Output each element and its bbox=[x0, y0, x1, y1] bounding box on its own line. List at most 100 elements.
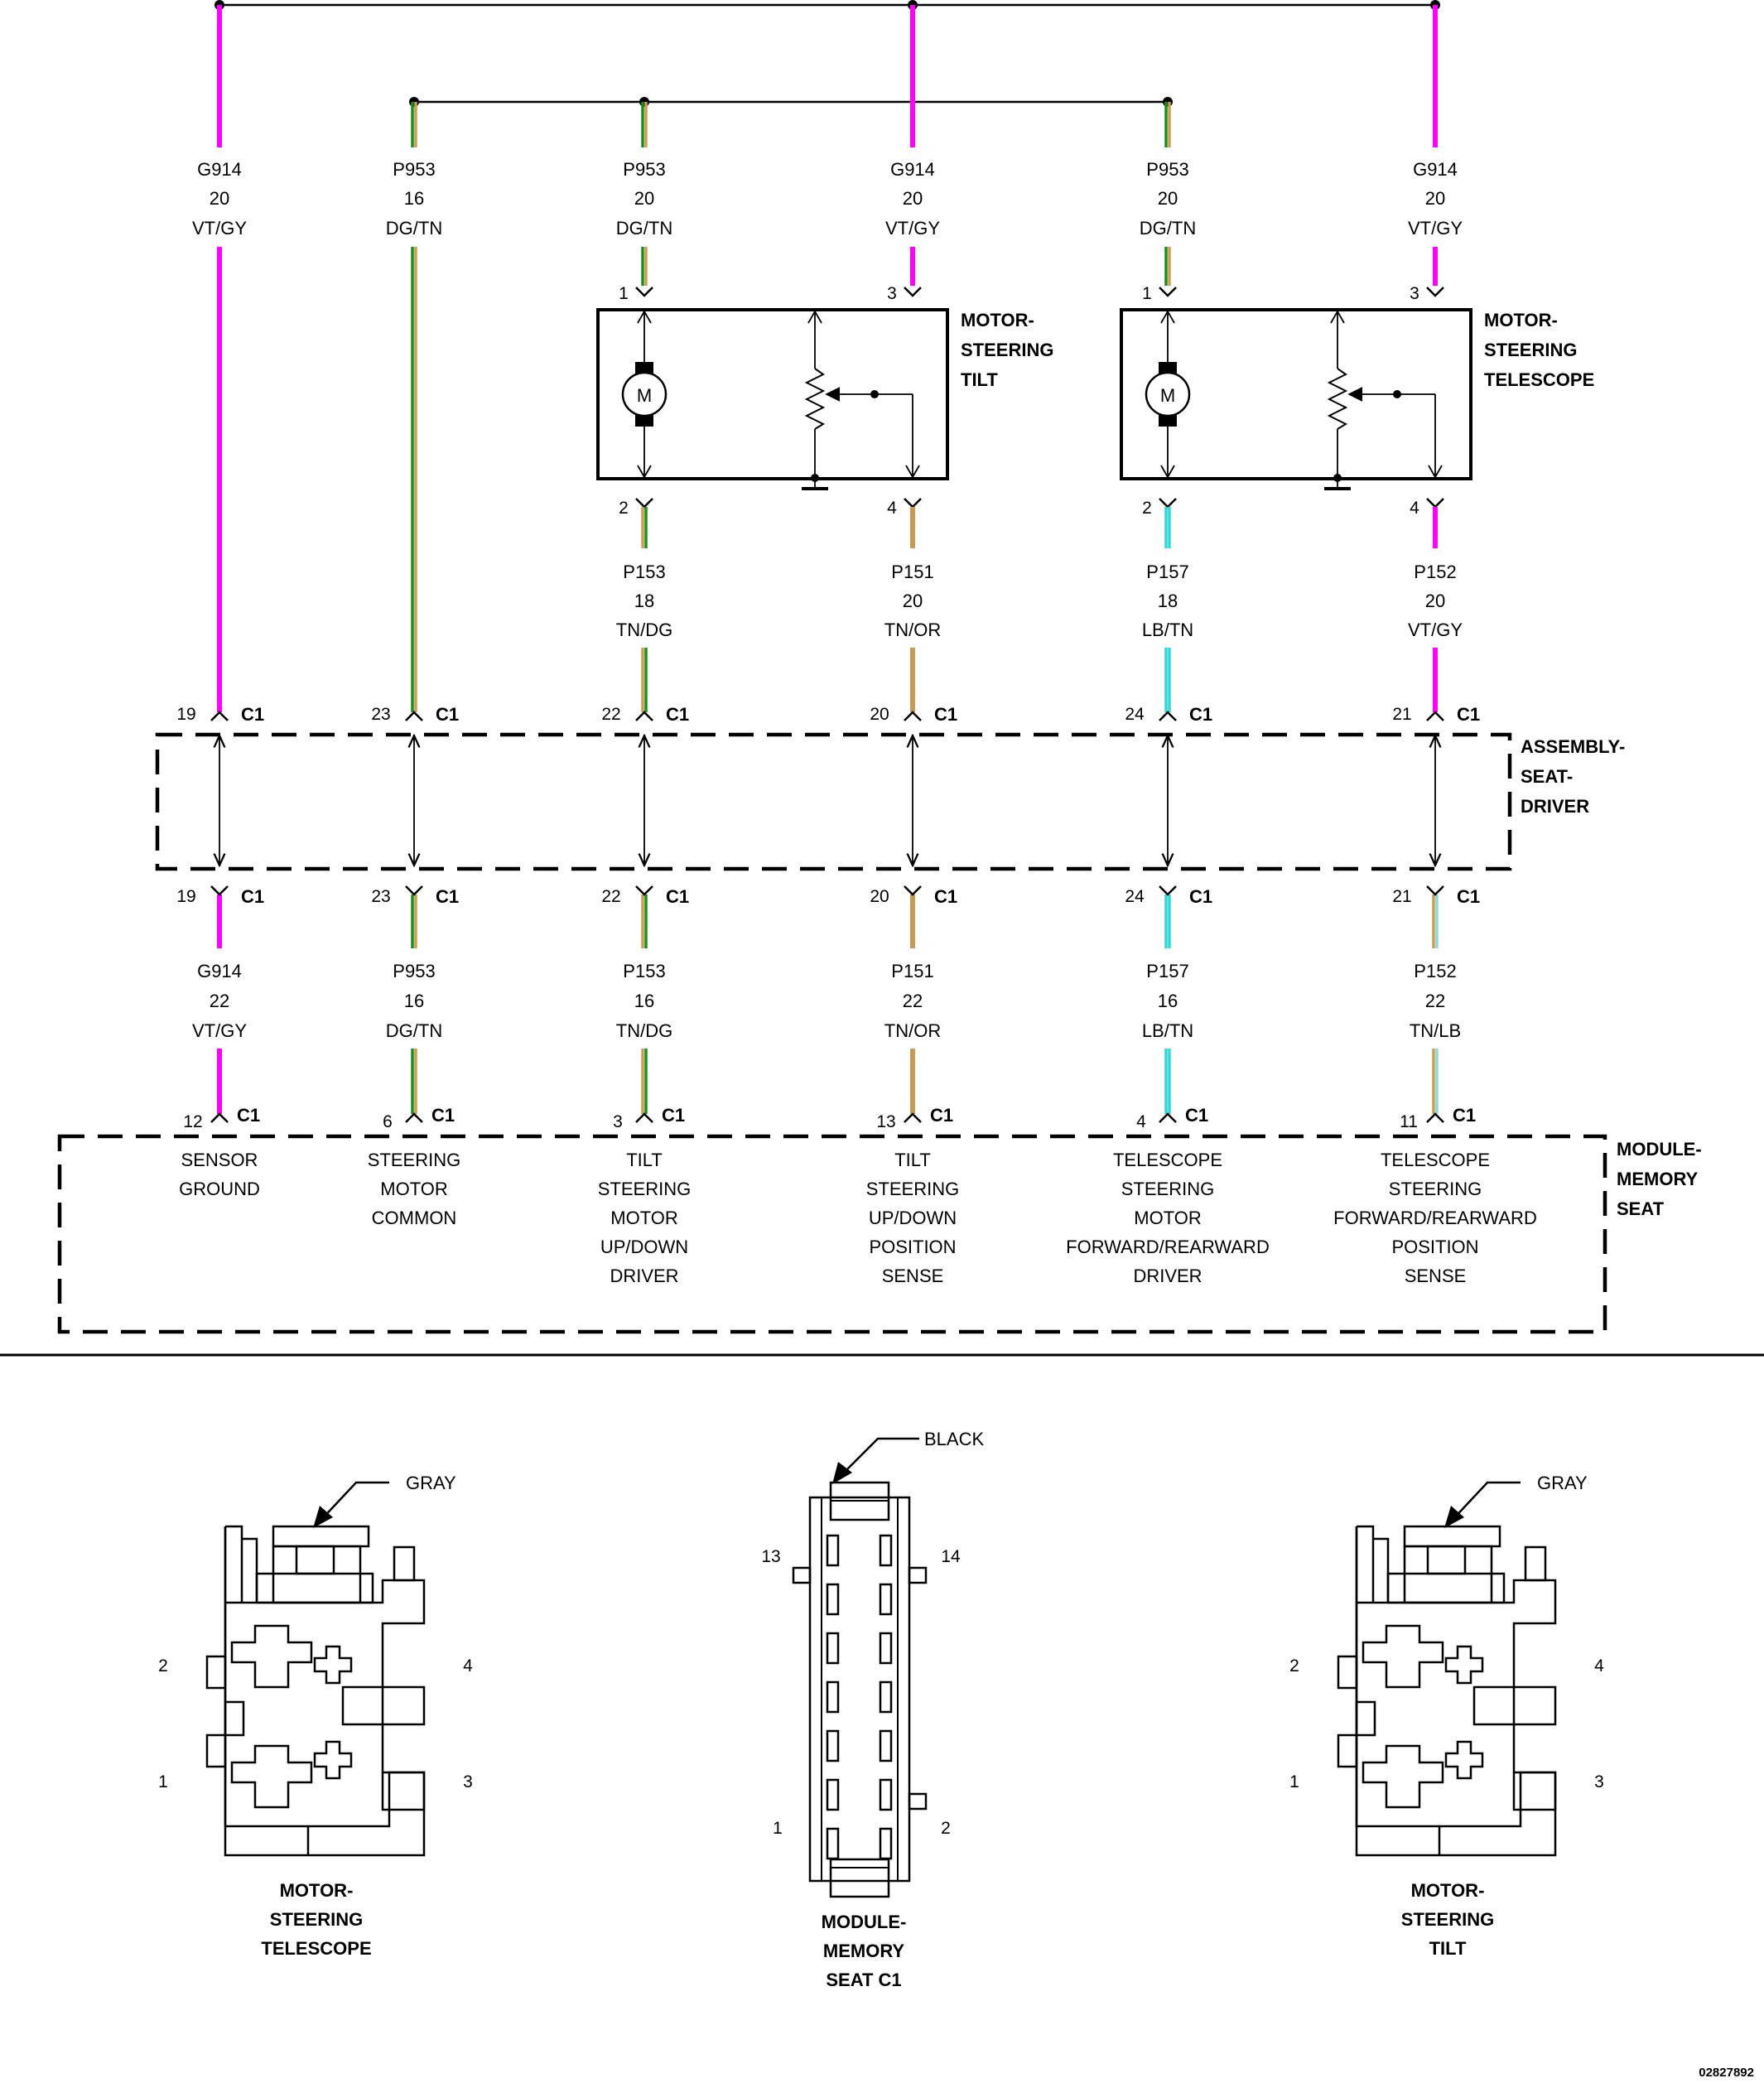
view-caption-2-1: STEERING bbox=[1401, 1909, 1494, 1930]
view-pin-4-2: 4 bbox=[1594, 1656, 1604, 1676]
side-notch-0 bbox=[224, 1700, 245, 1737]
upper-circuit-1: P953 bbox=[393, 159, 435, 180]
upper-gauge-5: 20 bbox=[1425, 188, 1445, 209]
module-function-5-4: SENSE bbox=[1405, 1266, 1467, 1286]
labels: G91420VT/GYP95316DG/TNP95320DG/TNG91420V… bbox=[176, 159, 1537, 1286]
pot-resistor-1 bbox=[1327, 368, 1348, 430]
upper-gauge-4: 20 bbox=[1158, 188, 1178, 209]
motor-top-pin-3: 3 bbox=[887, 284, 897, 303]
motor-top-terminal-2 bbox=[635, 287, 653, 297]
motor-arrow-top-0 bbox=[637, 310, 652, 324]
motor-arrow-bottom-0 bbox=[637, 465, 652, 479]
color-arrowhead-2 bbox=[1444, 1506, 1464, 1528]
module-function-1-0: STEERING bbox=[368, 1150, 460, 1170]
module-function-4-2: MOTOR bbox=[1134, 1208, 1201, 1228]
view-caption-2-2: TILT bbox=[1429, 1938, 1467, 1959]
module-view-pin-14: 14 bbox=[941, 1547, 961, 1566]
assembly-label-1: SEAT- bbox=[1521, 766, 1573, 787]
motor-name-0-2: TILT bbox=[961, 369, 998, 390]
latch-top-0 bbox=[272, 1525, 370, 1548]
motor-top-terminal-4 bbox=[1159, 287, 1177, 297]
lower-circuit-5: P152 bbox=[1414, 961, 1456, 981]
assembly-top-conn-0: C1 bbox=[241, 704, 264, 725]
upper-color-2: DG/TN bbox=[616, 218, 672, 239]
module-function-2-2: MOTOR bbox=[610, 1208, 677, 1228]
assembly-label-2: DRIVER bbox=[1521, 796, 1589, 817]
housing-left-rail-0 bbox=[225, 1525, 258, 1603]
assembly-top-terminal-4 bbox=[1159, 711, 1177, 721]
view-caption-0-0: MOTOR- bbox=[280, 1880, 354, 1901]
module-pin-0: 12 bbox=[183, 1112, 202, 1131]
color-label-2: GRAY bbox=[1537, 1473, 1588, 1493]
module-view-caption-2: SEAT C1 bbox=[826, 1970, 901, 1990]
upper-color-3: VT/GY bbox=[885, 218, 940, 239]
terminal-cavity-4-2 bbox=[1444, 1645, 1484, 1685]
motor-brush-bottom-0 bbox=[635, 415, 653, 427]
lower-color-0: VT/GY bbox=[192, 1020, 247, 1041]
assembly-top-conn-3: C1 bbox=[934, 704, 957, 725]
color-leader-0 bbox=[318, 1481, 389, 1523]
side-tab-upper-0 bbox=[205, 1655, 227, 1690]
view-pin-1-2: 1 bbox=[1289, 1772, 1299, 1791]
side-tab-lower-2 bbox=[1337, 1733, 1358, 1768]
motor-brush-top-0 bbox=[635, 362, 653, 374]
module-conn-2: C1 bbox=[662, 1105, 685, 1126]
module-latch-bottom bbox=[829, 1858, 890, 1898]
module-cavity-left-6 bbox=[826, 1827, 840, 1860]
housing-left-rail-2 bbox=[1357, 1525, 1390, 1603]
upper-gauge-0: 20 bbox=[210, 188, 229, 209]
module-function-2-0: TILT bbox=[626, 1150, 663, 1170]
module-conn-0: C1 bbox=[237, 1105, 260, 1126]
module-function-2-4: DRIVER bbox=[610, 1266, 678, 1286]
view-caption-0-2: TELESCOPE bbox=[261, 1938, 371, 1959]
assembly-bottom-terminal-2 bbox=[635, 885, 653, 896]
upper-circuit-5: G914 bbox=[1413, 159, 1458, 180]
assembly-bottom-pin-2: 22 bbox=[601, 887, 620, 906]
mid-circuit-3: P151 bbox=[891, 562, 933, 582]
module-cavity-right-4 bbox=[879, 1729, 893, 1762]
module-terminal-3 bbox=[904, 1112, 922, 1123]
mid-circuit-5: P152 bbox=[1414, 562, 1456, 582]
view-caption-0-1: STEERING bbox=[270, 1909, 363, 1930]
motor-bottom-terminal-5 bbox=[1426, 498, 1444, 509]
upper-circuit-4: P953 bbox=[1146, 159, 1188, 180]
view-pin-3-0: 3 bbox=[463, 1772, 473, 1791]
assembly-bottom-conn-4: C1 bbox=[1189, 886, 1212, 907]
module-conn-5: C1 bbox=[1453, 1105, 1476, 1126]
view-pin-2-2: 2 bbox=[1289, 1656, 1299, 1676]
upper-color-4: DG/TN bbox=[1140, 218, 1196, 239]
assembly-top-pin-5: 21 bbox=[1392, 705, 1411, 724]
module-terminal-2 bbox=[635, 1112, 653, 1123]
lower-rib-2 bbox=[1512, 1771, 1557, 1811]
assembly-bottom-terminal-4 bbox=[1159, 885, 1177, 896]
module-function-4-1: STEERING bbox=[1121, 1179, 1214, 1199]
module-cavity-right-3 bbox=[879, 1680, 893, 1714]
module-cavity-right-5 bbox=[879, 1778, 893, 1811]
motor-icon-0 bbox=[621, 371, 668, 417]
view-pin-3-2: 3 bbox=[1594, 1772, 1604, 1791]
mid-circuit-2: P153 bbox=[623, 562, 665, 582]
module-view-caption-1: MEMORY bbox=[823, 1941, 905, 1961]
motor-brush-bottom-1 bbox=[1159, 415, 1177, 427]
motor-bottom-pin-3: 4 bbox=[887, 499, 897, 518]
motor-bottom-pin-5: 4 bbox=[1410, 499, 1419, 518]
module-pin-5: 11 bbox=[1400, 1112, 1418, 1131]
motor-symbol-1: M bbox=[1160, 385, 1175, 406]
wiper-arrow-1 bbox=[1428, 465, 1443, 479]
module-function-3-0: TILT bbox=[894, 1150, 931, 1170]
center-rib-2 bbox=[1472, 1685, 1557, 1726]
motor-arrow-bottom-1 bbox=[1160, 465, 1175, 479]
assembly-top-pin-1: 23 bbox=[371, 705, 390, 724]
motor-box-0 bbox=[596, 308, 949, 480]
motor-bottom-terminal-4 bbox=[1159, 498, 1177, 509]
module-cavity-right-0 bbox=[879, 1534, 893, 1567]
assembly-bottom-pin-0: 19 bbox=[176, 887, 195, 906]
module-cavity-right-1 bbox=[879, 1583, 893, 1616]
module-label-0: MODULE- bbox=[1617, 1139, 1702, 1160]
assembly-top-terminal-1 bbox=[405, 711, 423, 721]
module-terminal-0 bbox=[210, 1112, 229, 1123]
assembly-top-conn-2: C1 bbox=[666, 704, 689, 725]
motor-name-0-1: STEERING bbox=[961, 340, 1053, 360]
